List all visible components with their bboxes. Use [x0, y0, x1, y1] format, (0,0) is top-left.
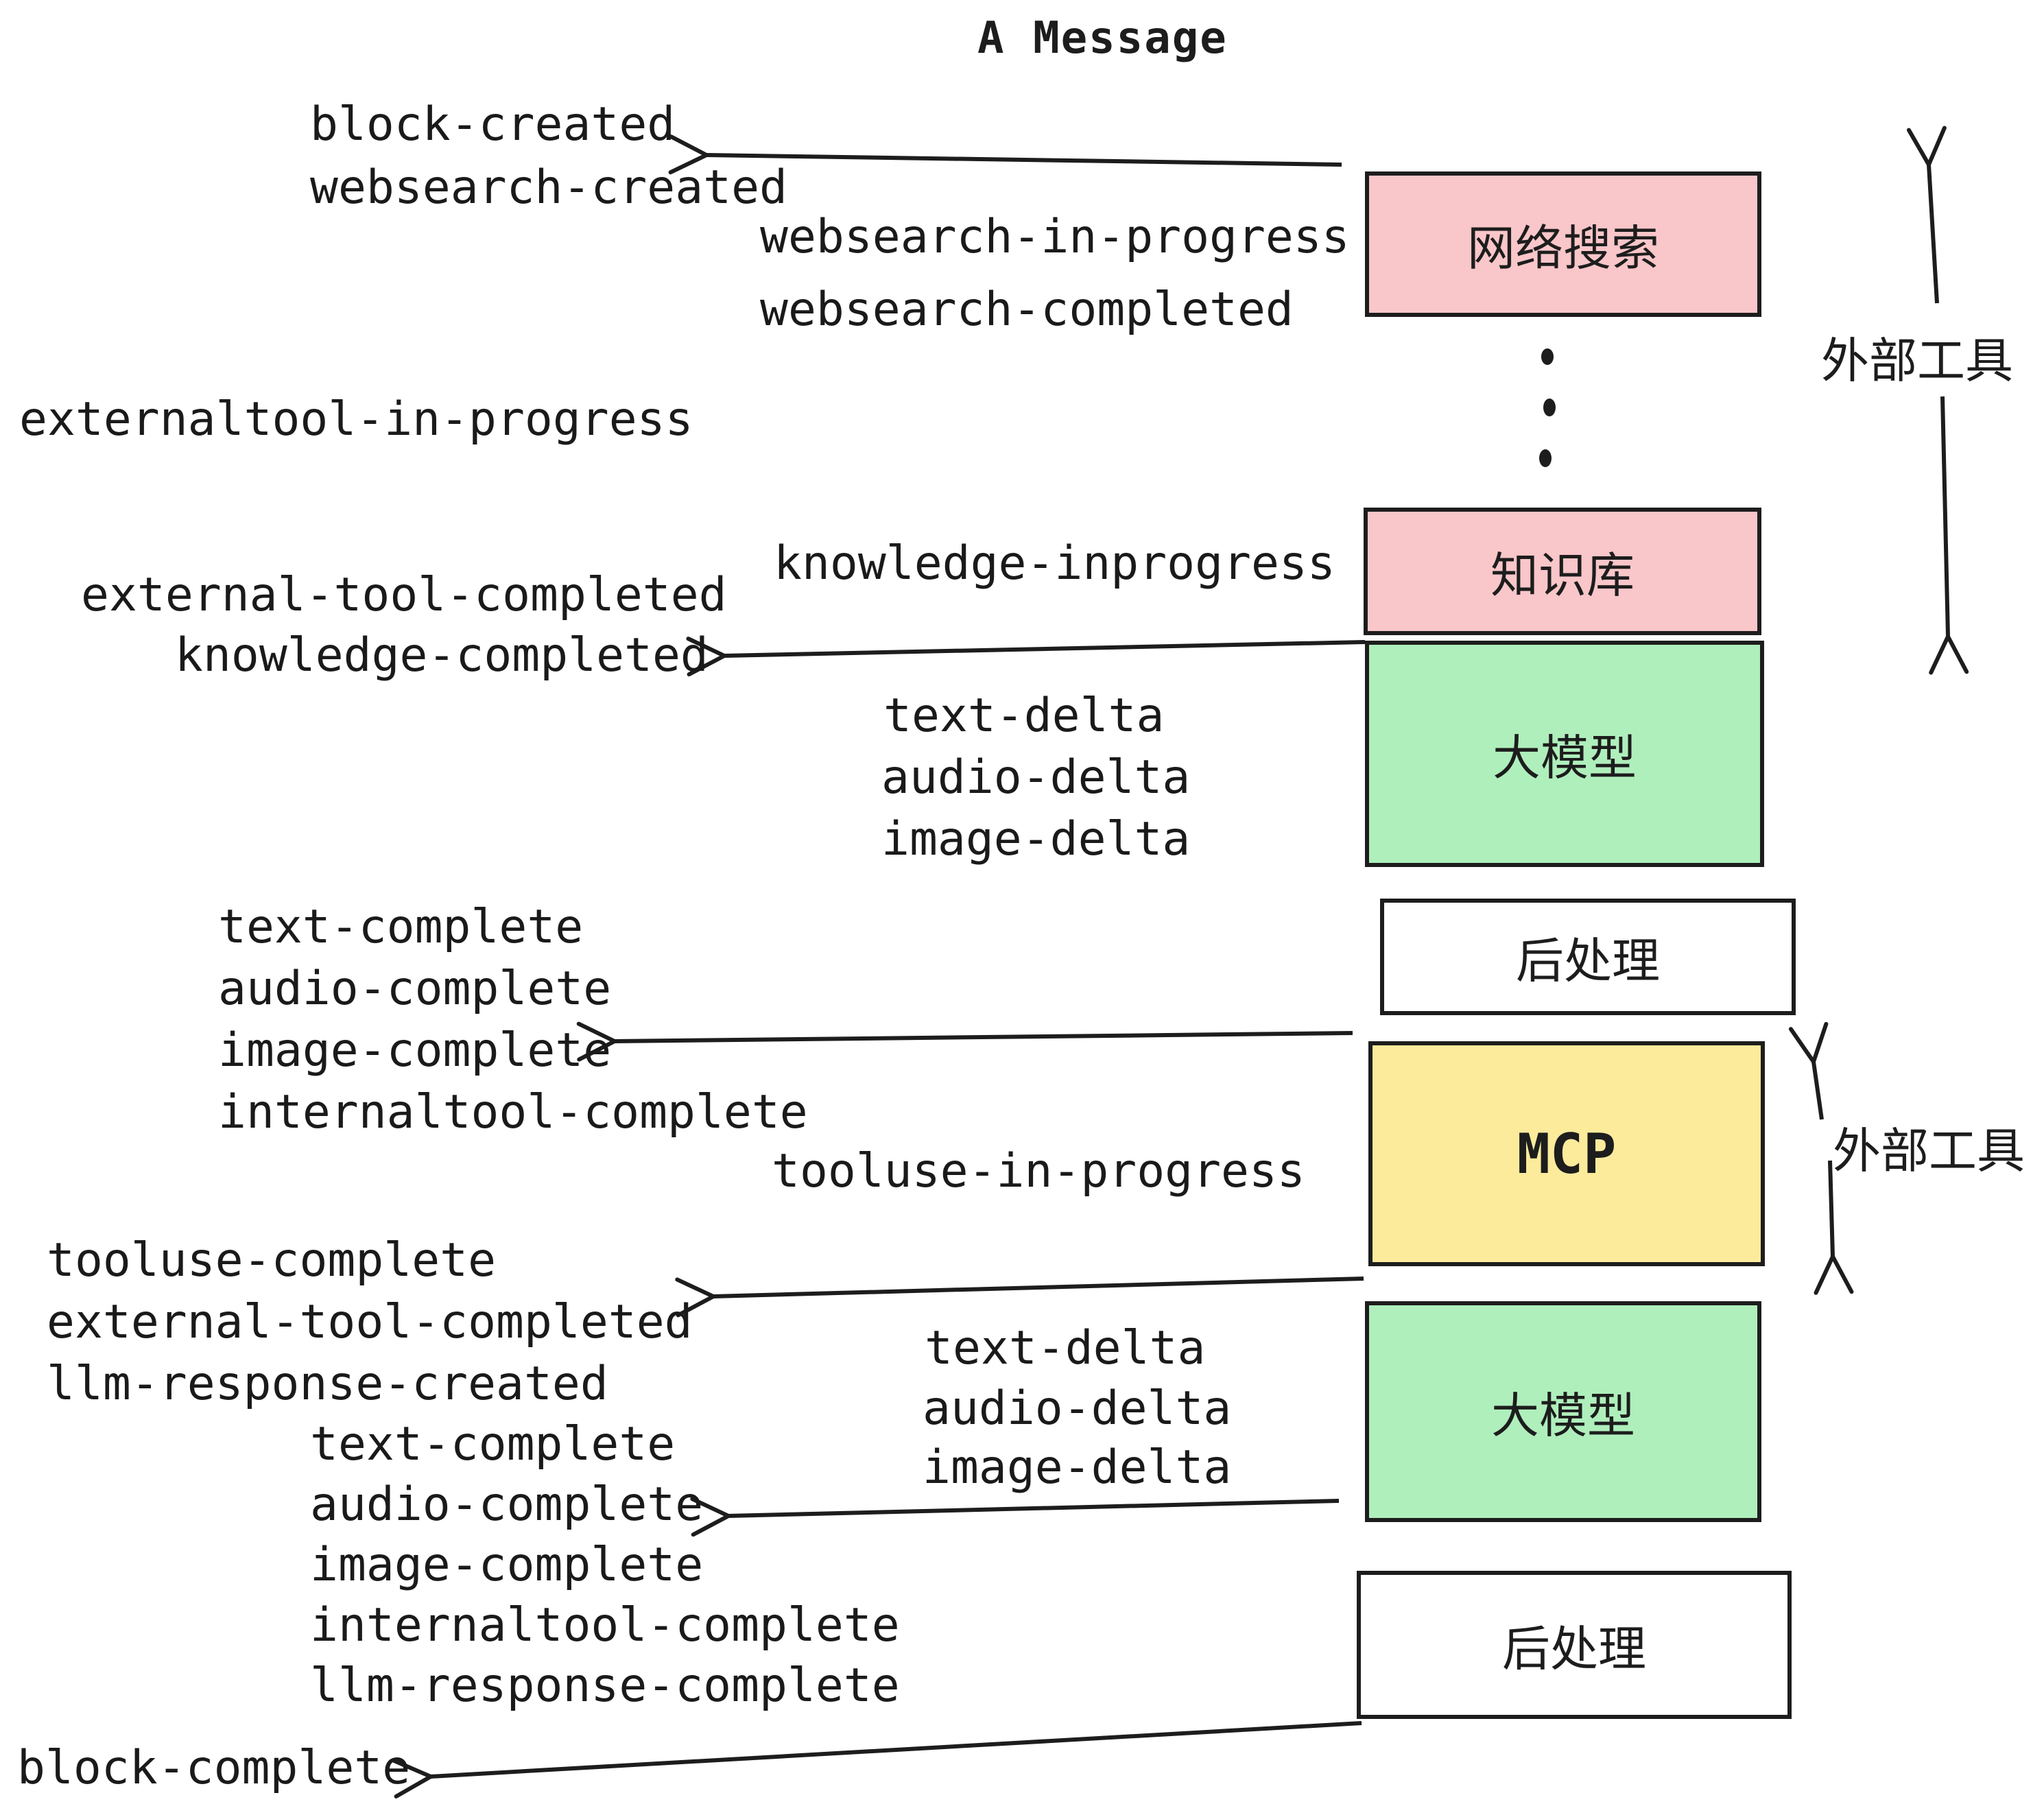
external-tools-label-mcp: 外部工具: [1833, 1124, 2025, 1178]
event-label-block-complete: block-complete: [17, 1741, 411, 1795]
event-label-llm-response-complete: llm-response-complete: [310, 1659, 900, 1713]
node-knowledge: 知识库: [1364, 508, 1761, 635]
node-llm-1-label: 大模型: [1493, 731, 1637, 785]
event-label-text-delta-2: text-delta: [925, 1321, 1206, 1375]
event-label-text-delta-1: text-delta: [883, 689, 1165, 743]
node-llm-2: 大模型: [1365, 1301, 1761, 1522]
event-label-text-complete-2: text-complete: [310, 1417, 676, 1471]
arrow-external-tools-down: [1929, 396, 1969, 675]
node-websearch-label: 网络搜索: [1467, 221, 1659, 275]
event-label-websearch-created: websearch-created: [310, 161, 787, 215]
event-label-image-delta-2: image-delta: [923, 1440, 1232, 1495]
arrow-block-complete: [392, 1721, 1362, 1799]
arrow-mcp-external-up: [1788, 1021, 1829, 1120]
event-label-audio-delta-2: audio-delta: [923, 1381, 1232, 1436]
event-label-internaltool-complete-1: internaltool-complete: [218, 1085, 808, 1139]
event-label-external-tool-completed-1: external-tool-completed: [81, 568, 727, 622]
node-postprocess-2-label: 后处理: [1502, 1622, 1646, 1676]
node-postprocess-1: 后处理: [1380, 899, 1796, 1015]
node-websearch: 网络搜索: [1365, 171, 1761, 317]
event-label-llm-response-created: llm-response-created: [47, 1357, 608, 1411]
event-label-text-complete-1: text-complete: [218, 900, 584, 954]
node-mcp-label: MCP: [1517, 1121, 1617, 1186]
event-label-tooluse-complete: tooluse-complete: [47, 1233, 497, 1287]
event-label-audio-complete-1: audio-complete: [218, 962, 612, 1016]
event-label-block-created: block-created: [310, 97, 676, 152]
node-postprocess-2: 后处理: [1357, 1571, 1792, 1719]
vertical-ellipsis-icon: [1539, 348, 1556, 467]
arrow-knowledge-completed: [686, 637, 1366, 677]
arrow-external-tools-up: [1906, 126, 1947, 304]
event-label-websearch-in-progress: websearch-in-progress: [760, 210, 1350, 264]
event-label-internaltool-complete-2: internaltool-complete: [310, 1598, 900, 1652]
event-label-audio-complete-2: audio-complete: [310, 1477, 704, 1532]
arrow-block-created: [668, 134, 1342, 175]
node-llm-2-label: 大模型: [1491, 1388, 1635, 1443]
node-knowledge-label: 知识库: [1490, 548, 1635, 602]
node-postprocess-1-label: 后处理: [1516, 934, 1660, 988]
event-label-external-tool-completed-2: external-tool-completed: [47, 1295, 693, 1349]
event-label-image-complete-1: image-complete: [218, 1023, 612, 1078]
node-mcp: MCP: [1368, 1041, 1765, 1266]
event-label-externaltool-in-progress: externaltool-in-progress: [19, 392, 693, 447]
event-label-tooluse-in-progress: tooluse-in-progress: [772, 1144, 1305, 1198]
arrow-audio-complete: [690, 1497, 1340, 1537]
event-label-image-delta-1: image-delta: [881, 812, 1191, 866]
external-tools-label-top: 外部工具: [1821, 334, 2013, 388]
arrow-tooluse-complete: [675, 1277, 1364, 1318]
event-label-image-complete-2: image-complete: [310, 1538, 704, 1592]
arrow-image-complete: [576, 1021, 1353, 1062]
event-label-websearch-completed: websearch-completed: [760, 283, 1294, 337]
node-llm-1: 大模型: [1365, 641, 1764, 867]
event-label-audio-delta-1: audio-delta: [881, 750, 1191, 805]
event-label-knowledge-inprogress: knowledge-inprogress: [774, 536, 1335, 591]
page-title: A Message: [977, 13, 1228, 64]
event-label-knowledge-completed: knowledge-completed: [175, 628, 709, 683]
